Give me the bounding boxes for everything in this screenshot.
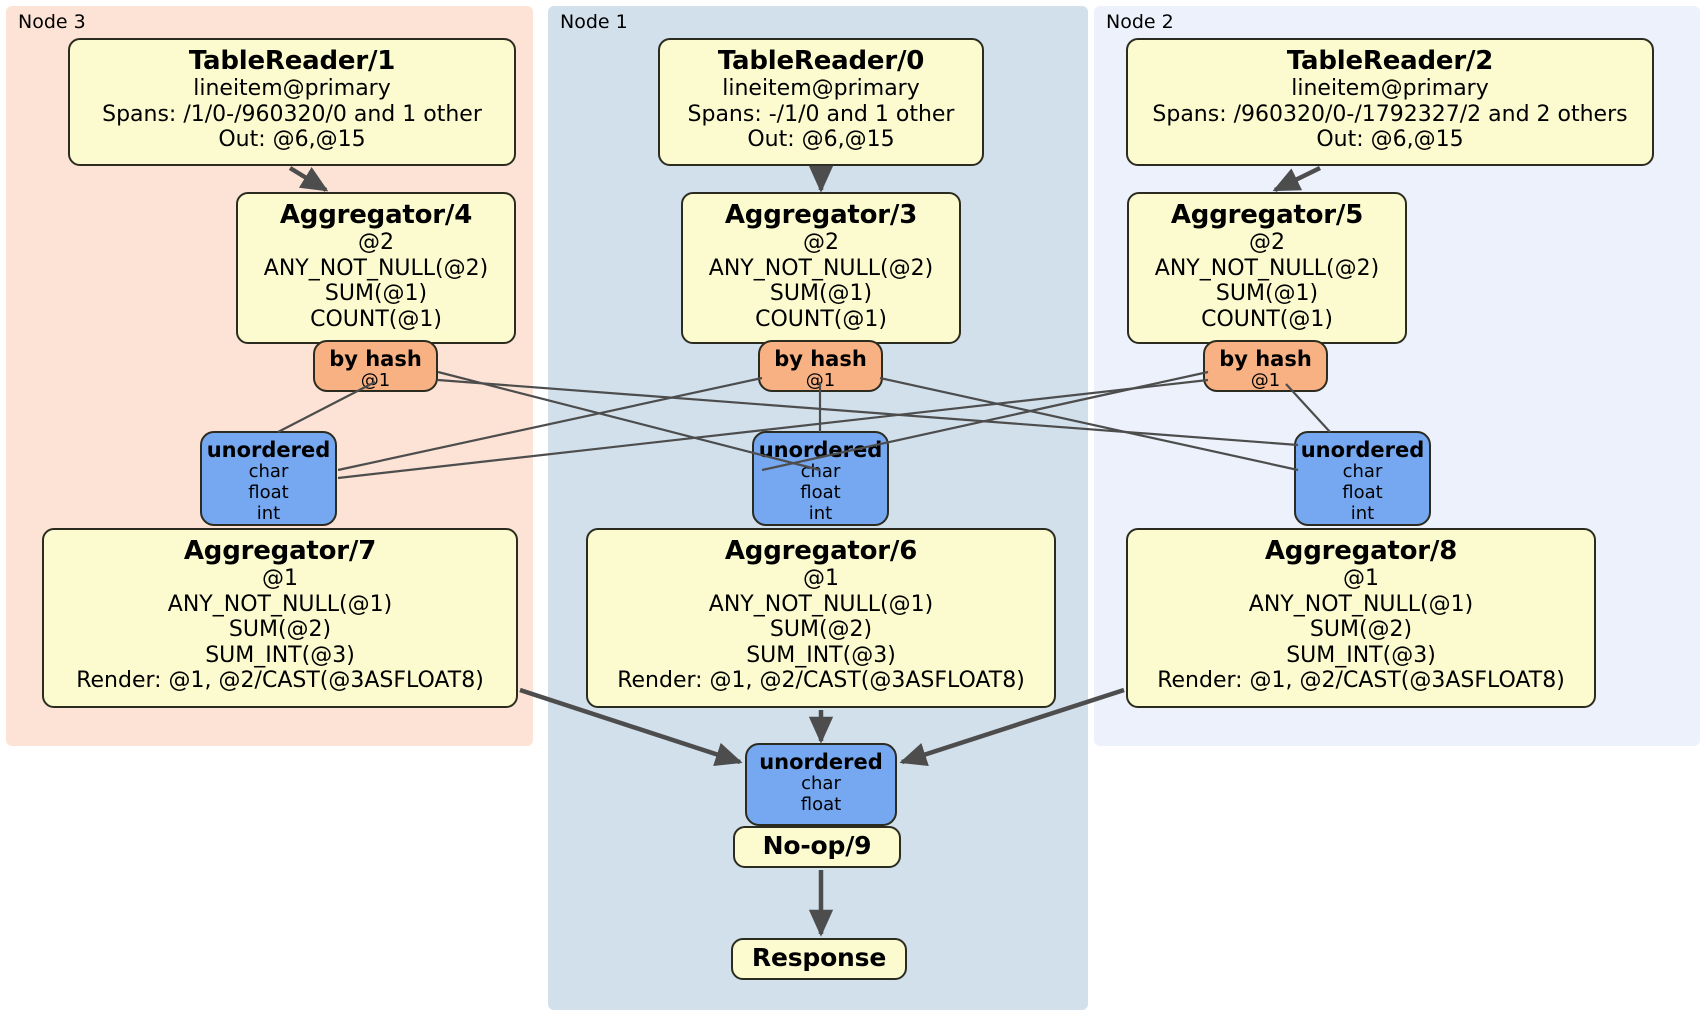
processor-title: TableReader/0 — [717, 46, 925, 76]
router-detail: float — [800, 481, 841, 503]
processor-detail: ANY_NOT_NULL(@2) — [708, 255, 934, 281]
router-title: by hash — [1219, 347, 1312, 371]
router-detail: int — [808, 502, 833, 524]
processor-detail: @1 — [1343, 566, 1379, 592]
router-unordered-node3[interactable]: unordered char float int — [200, 431, 337, 526]
processor-title: Aggregator/7 — [183, 536, 377, 566]
processor-title: Aggregator/4 — [279, 200, 473, 230]
processor-aggregator-4[interactable]: Aggregator/4 @2 ANY_NOT_NULL(@2) SUM(@1)… — [236, 192, 516, 344]
router-unordered-final[interactable]: unordered char float — [745, 743, 897, 826]
router-detail: char — [248, 461, 289, 483]
node-panel-label-node2: Node 2 — [1106, 11, 1174, 33]
processor-detail: SUM_INT(@3) — [205, 642, 355, 668]
router-detail: int — [1350, 502, 1375, 524]
router-by-hash-node3[interactable]: by hash @1 — [313, 340, 438, 392]
router-title: unordered — [759, 750, 883, 774]
processor-detail: ANY_NOT_NULL(@2) — [263, 255, 489, 281]
processor-title: Aggregator/3 — [724, 200, 918, 230]
processor-detail: COUNT(@1) — [1201, 306, 1333, 332]
processor-title: No-op/9 — [762, 831, 872, 860]
processor-detail: Render: @1, @2/CAST(@3ASFLOAT8) — [617, 668, 1025, 694]
processor-detail: Out: @6,@15 — [218, 127, 366, 153]
processor-table-reader-1[interactable]: TableReader/1 lineitem@primary Spans: /1… — [68, 38, 516, 166]
processor-table-reader-2[interactable]: TableReader/2 lineitem@primary Spans: /9… — [1126, 38, 1654, 166]
processor-title: Aggregator/8 — [1264, 536, 1458, 566]
processor-title: Aggregator/6 — [724, 536, 918, 566]
processor-detail: Render: @1, @2/CAST(@3ASFLOAT8) — [76, 668, 484, 694]
router-detail: @1 — [805, 370, 836, 392]
processor-title: Aggregator/5 — [1170, 200, 1364, 230]
processor-detail: @1 — [803, 566, 839, 592]
processor-detail: SUM_INT(@3) — [1286, 642, 1436, 668]
processor-detail: Spans: /1/0-/960320/0 and 1 other — [102, 101, 482, 127]
router-unordered-node2[interactable]: unordered char float int — [1294, 431, 1431, 526]
processor-title: TableReader/2 — [1286, 46, 1494, 76]
processor-detail: ANY_NOT_NULL(@1) — [167, 591, 393, 617]
processor-detail: Render: @1, @2/CAST(@3ASFLOAT8) — [1157, 668, 1565, 694]
processor-aggregator-6[interactable]: Aggregator/6 @1 ANY_NOT_NULL(@1) SUM(@2)… — [586, 528, 1056, 708]
router-title: unordered — [1300, 438, 1425, 462]
processor-aggregator-5[interactable]: Aggregator/5 @2 ANY_NOT_NULL(@2) SUM(@1)… — [1127, 192, 1407, 344]
processor-detail: @2 — [1249, 230, 1285, 256]
node-panel-label-node1: Node 1 — [560, 11, 628, 33]
processor-table-reader-0[interactable]: TableReader/0 lineitem@primary Spans: -/… — [658, 38, 984, 166]
processor-detail: lineitem@primary — [193, 76, 391, 102]
router-detail: float — [1342, 481, 1383, 503]
router-title: by hash — [774, 347, 867, 371]
router-detail: float — [800, 793, 842, 815]
router-detail: char — [1342, 461, 1383, 483]
processor-detail: ANY_NOT_NULL(@1) — [708, 591, 934, 617]
processor-title: Response — [751, 943, 887, 972]
processor-detail: SUM(@1) — [1215, 281, 1319, 307]
processor-noop-9[interactable]: No-op/9 — [733, 826, 901, 868]
router-detail: int — [256, 502, 281, 524]
processor-aggregator-7[interactable]: Aggregator/7 @1 ANY_NOT_NULL(@1) SUM(@2)… — [42, 528, 518, 708]
processor-detail: SUM(@2) — [1309, 617, 1413, 643]
processor-detail: ANY_NOT_NULL(@1) — [1248, 591, 1474, 617]
processor-detail: lineitem@primary — [722, 76, 920, 102]
processor-detail: Out: @6,@15 — [747, 127, 895, 153]
node-panel-label-node3: Node 3 — [18, 11, 86, 33]
processor-detail: Spans: -/1/0 and 1 other — [687, 101, 955, 127]
processor-aggregator-3[interactable]: Aggregator/3 @2 ANY_NOT_NULL(@2) SUM(@1)… — [681, 192, 961, 344]
router-detail: float — [248, 481, 289, 503]
router-title: unordered — [206, 438, 331, 462]
processor-response[interactable]: Response — [731, 938, 907, 980]
processor-detail: SUM(@2) — [769, 617, 873, 643]
processor-detail: SUM(@2) — [228, 617, 332, 643]
processor-detail: ANY_NOT_NULL(@2) — [1154, 255, 1380, 281]
processor-detail: COUNT(@1) — [755, 306, 887, 332]
router-title: by hash — [329, 347, 422, 371]
processor-detail: @2 — [803, 230, 839, 256]
router-detail: char — [801, 773, 841, 795]
processor-detail: Out: @6,@15 — [1316, 127, 1464, 153]
processor-aggregator-8[interactable]: Aggregator/8 @1 ANY_NOT_NULL(@1) SUM(@2)… — [1126, 528, 1596, 708]
processor-detail: SUM(@1) — [324, 281, 428, 307]
processor-detail: SUM_INT(@3) — [746, 642, 896, 668]
processor-detail: SUM(@1) — [769, 281, 873, 307]
router-by-hash-node2[interactable]: by hash @1 — [1203, 340, 1328, 392]
processor-detail: lineitem@primary — [1291, 76, 1489, 102]
processor-detail: COUNT(@1) — [310, 306, 442, 332]
processor-detail: @1 — [262, 566, 298, 592]
processor-detail: @2 — [358, 230, 394, 256]
processor-detail: Spans: /960320/0-/1792327/2 and 2 others — [1152, 101, 1628, 127]
router-detail: @1 — [1250, 370, 1281, 392]
processor-title: TableReader/1 — [188, 46, 396, 76]
